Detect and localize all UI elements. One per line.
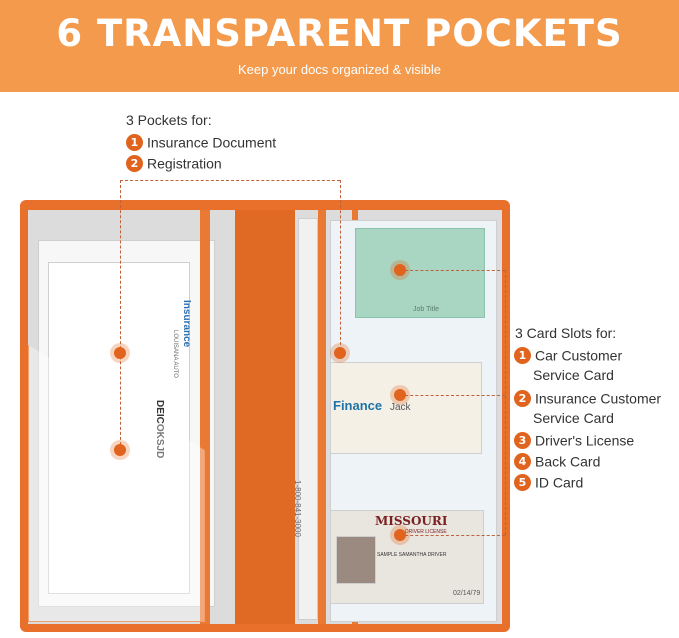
finance-name-text: Jack (390, 402, 411, 413)
callout-line (340, 180, 341, 355)
insurance-state-text: LOUISANA AUTO (172, 330, 178, 378)
license-date-text: 02/14/79 (453, 590, 481, 597)
phone-text: 1-800-841-3000 (293, 480, 302, 537)
license-type-text: DRIVER LICENSE (405, 529, 447, 535)
number-badge: 3 (514, 431, 531, 449)
card-slot-label: ID Card (535, 474, 584, 491)
document-edge (298, 218, 318, 620)
pocket-marker-3 (114, 444, 126, 456)
card-slots-heading: 3 Card Slots for: (515, 325, 617, 341)
card-slot-marker-3 (394, 529, 406, 541)
wallet-stitch-right (318, 210, 326, 624)
card-slot-label: Driver's License (535, 432, 635, 449)
callout-line (120, 180, 121, 450)
number-badge: 5 (514, 473, 531, 491)
callout-line (400, 270, 505, 271)
license-state-text: MISSOURI (375, 514, 448, 528)
number-badge: 1 (126, 133, 143, 151)
card-slot-label: Insurance Customer (535, 390, 662, 407)
finance-logo-text: Finance (333, 398, 383, 413)
insurance-logo-text: Insurance (181, 300, 192, 348)
number-badge: 2 (514, 389, 531, 407)
card-slot-marker-2 (394, 389, 406, 401)
pocket-marker-2 (334, 347, 346, 359)
number-badge: 4 (514, 452, 531, 470)
card-slot-item-1-line2: Service Card (533, 367, 614, 383)
callout-line (400, 535, 505, 536)
pocket-item-label: Registration (147, 155, 222, 172)
job-title-text: Job Title (413, 306, 440, 313)
pocket-item-label: Insurance Document (147, 134, 277, 151)
document-registration (48, 262, 190, 594)
pocket-marker-1 (114, 347, 126, 359)
number-badge: 1 (514, 346, 531, 364)
banner-subtitle: Keep your docs organized & visible (237, 62, 442, 77)
service-card-2 (330, 362, 482, 454)
card-slot-label: Car Customer (535, 347, 623, 364)
callout-line (120, 180, 340, 181)
card-slot-label: Back Card (535, 453, 601, 470)
number-badge: 2 (126, 154, 143, 172)
header-banner: 6 TRANSPARENT POCKETS Keep your docs org… (0, 0, 679, 92)
license-name-text: SAMPLE SAMANTHA DRIVER (377, 552, 447, 558)
card-slot-marker-1 (394, 264, 406, 276)
card-slot-item-2-line2: Service Card (533, 410, 614, 426)
wallet-spine (235, 210, 295, 624)
pockets-heading: 3 Pockets for: (126, 112, 212, 128)
callout-line (400, 395, 505, 396)
callout-line (505, 270, 506, 535)
service-card-1 (355, 228, 485, 318)
banner-title: 6 TRANSPARENT POCKETS (56, 12, 623, 55)
license-photo (336, 536, 376, 584)
wallet-stitch-left (200, 210, 210, 624)
